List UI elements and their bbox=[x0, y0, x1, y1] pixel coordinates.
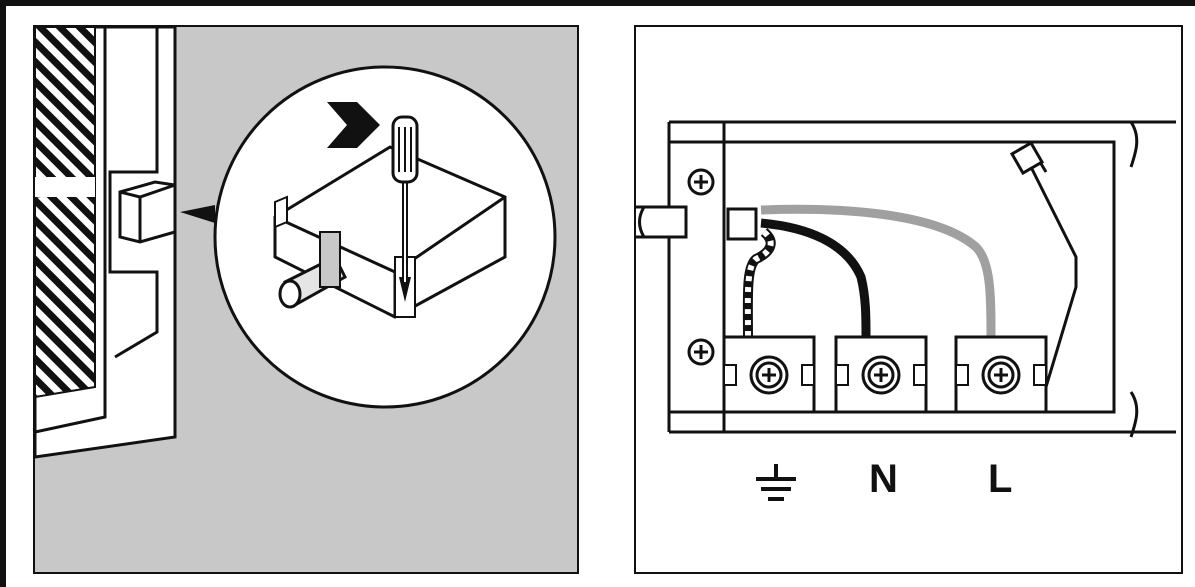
appliance-illustration bbox=[35, 27, 557, 459]
appliance-terminal-box-view bbox=[33, 25, 579, 574]
terminal-block-wiring: N L bbox=[634, 25, 1183, 574]
terminal-neutral bbox=[834, 335, 928, 414]
vent-grille-bottom bbox=[35, 185, 96, 399]
neutral-wire bbox=[760, 218, 871, 338]
vent-grille-top bbox=[35, 27, 96, 199]
cable-stub bbox=[636, 205, 688, 239]
neutral-label: N bbox=[869, 457, 898, 501]
live-wire bbox=[760, 204, 996, 338]
earth-wire bbox=[742, 228, 776, 338]
terminal-box-small bbox=[118, 180, 177, 244]
cable-clamp bbox=[726, 207, 758, 241]
arrow-icon bbox=[327, 102, 380, 148]
terminal-earth bbox=[722, 335, 816, 414]
wiring-diagram bbox=[636, 120, 1176, 501]
mount-screw-top bbox=[687, 168, 715, 196]
terminal-live bbox=[954, 335, 1048, 414]
earth-symbol-icon bbox=[756, 464, 796, 501]
live-label: L bbox=[988, 457, 1013, 501]
mount-screw-bottom bbox=[687, 338, 715, 366]
callout-pointer bbox=[180, 205, 215, 223]
